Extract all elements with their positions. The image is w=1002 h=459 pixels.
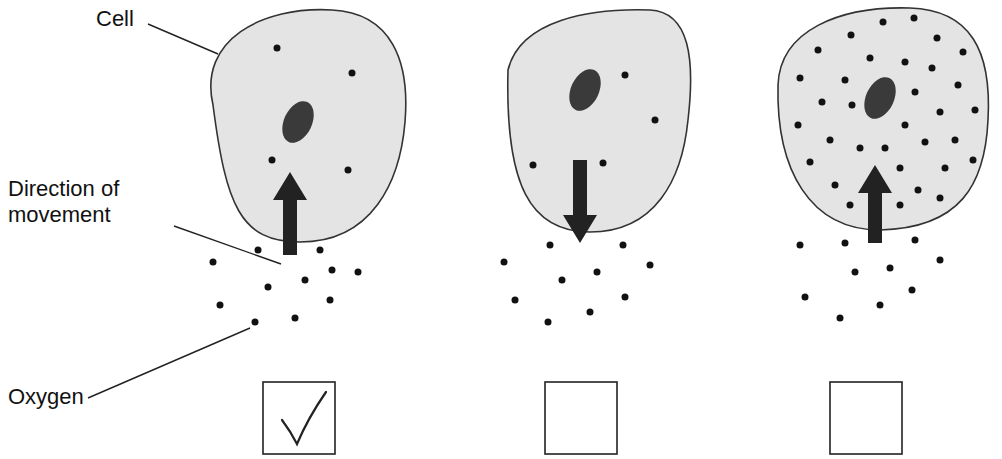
checkbox bbox=[263, 382, 335, 454]
answer-boxes bbox=[263, 382, 902, 454]
tick-mark bbox=[282, 392, 326, 444]
leader-line bbox=[148, 24, 218, 54]
cell bbox=[211, 10, 406, 242]
cell-outlines bbox=[211, 8, 989, 242]
leader-lines bbox=[88, 24, 281, 398]
leader-line bbox=[88, 328, 250, 398]
label-text: Cell bbox=[96, 6, 134, 32]
nucleus bbox=[276, 96, 320, 148]
nucleus bbox=[563, 64, 607, 116]
up-arrow bbox=[273, 172, 307, 255]
down-arrow bbox=[563, 160, 597, 243]
nucleus bbox=[858, 72, 902, 124]
label-text: Direction of movement bbox=[8, 176, 178, 228]
movement-arrows bbox=[273, 160, 892, 255]
checkbox bbox=[545, 382, 617, 454]
cell bbox=[508, 10, 691, 232]
oxygen-dots bbox=[210, 15, 979, 326]
up-arrow bbox=[858, 165, 892, 243]
label-text: Oxygen bbox=[8, 384, 84, 410]
cell bbox=[778, 8, 989, 230]
leader-line bbox=[174, 226, 281, 264]
nuclei bbox=[276, 64, 902, 148]
checkbox bbox=[830, 382, 902, 454]
